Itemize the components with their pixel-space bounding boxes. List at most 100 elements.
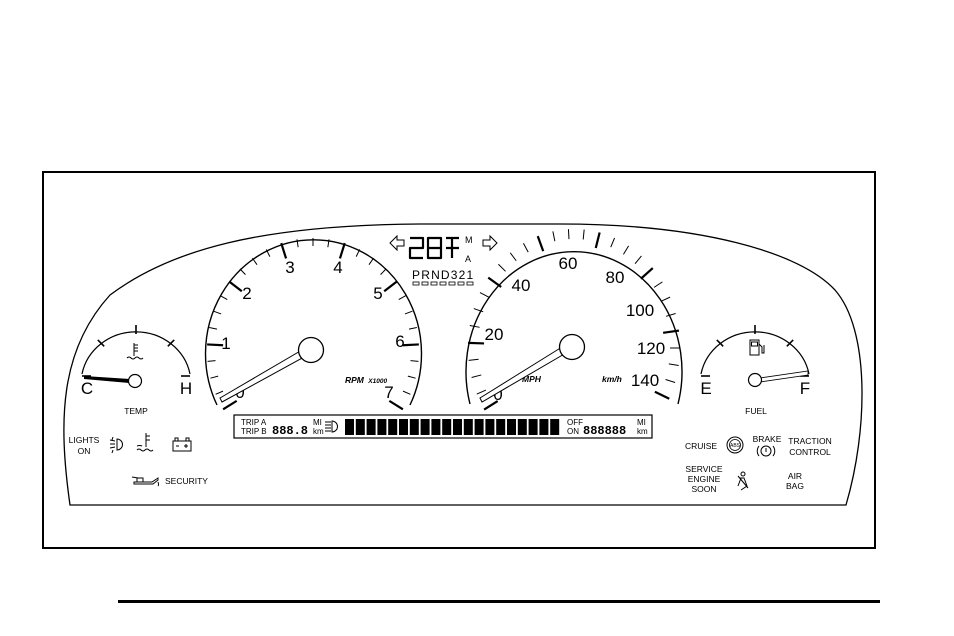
prnd-dot: [421, 281, 429, 286]
speed-minor-tick: [567, 229, 570, 240]
right-warning-lights: CRUISE ABS BRAKE TRACTION CONTROL SERVIC…: [685, 434, 832, 494]
message-segment: [453, 419, 462, 435]
gear-indicator: M A PRND321: [389, 234, 498, 286]
speed-minor-tick: [522, 243, 529, 253]
speed-minor-tick: [469, 325, 480, 328]
speed-minor-tick: [610, 237, 616, 248]
prnd-indicator-dots: [412, 281, 474, 286]
tachometer-bezel: [204, 239, 423, 406]
speed-minor-tick: [665, 313, 676, 317]
fuel-gauge: E F FUEL: [700, 325, 810, 416]
fuel-gauge-label: FUEL: [745, 406, 767, 416]
speed-unit-mph: MPH: [522, 374, 542, 384]
gear-mode-a: A: [465, 254, 471, 264]
tach-minor-tick: [408, 327, 417, 330]
right-turn-arrow-icon: [482, 234, 498, 252]
speed-minor-tick: [473, 308, 484, 313]
trip-unit-mi: MI: [313, 418, 322, 427]
lights-on-label-1: LIGHTS: [69, 435, 100, 445]
tach-unit: RPM X1000: [345, 375, 387, 385]
speed-minor-tick: [634, 255, 642, 264]
tach-minor-tick: [207, 360, 216, 362]
speed-minor-tick: [498, 263, 506, 272]
fog-lamp-icon: [109, 436, 123, 454]
temp-needle-hub: [127, 373, 143, 389]
fuel-needle-hub: [747, 372, 763, 388]
battery-icon: [172, 437, 192, 452]
tach-major-tick: [222, 399, 238, 411]
odometer-value: 888888: [583, 424, 626, 438]
tach-label-4: 4: [333, 258, 342, 277]
tachometer-hub: [297, 336, 325, 364]
tach-major-tick: [228, 280, 243, 293]
gauge-tick: [97, 339, 105, 347]
message-segment: [442, 419, 452, 435]
fuel-gauge-ticks: [701, 325, 809, 377]
temp-low-label: C: [81, 379, 93, 398]
coolant-temp-icon: [126, 343, 144, 360]
prnd-dot: [448, 281, 456, 286]
fuel-pump-icon: [749, 339, 765, 356]
tach-minor-tick: [210, 375, 219, 379]
fuel-high-label: F: [800, 379, 810, 398]
message-segment: [474, 419, 484, 435]
speed-label-40: 40: [512, 276, 531, 295]
speed-major-tick: [640, 267, 654, 280]
tach-major-tick: [402, 343, 419, 347]
tach-major-tick: [388, 399, 404, 411]
odo-unit-mi: MI: [637, 418, 646, 427]
speed-label-120: 120: [637, 339, 665, 358]
speed-minor-tick: [660, 296, 671, 302]
speed-minor-tick: [468, 358, 479, 361]
tach-minor-tick: [380, 268, 387, 275]
message-segment: [377, 419, 387, 435]
message-segment: [409, 419, 419, 435]
message-segment: [517, 419, 527, 435]
speed-major-tick: [483, 400, 499, 411]
speed-major-tick: [536, 235, 545, 252]
speedometer-hub: [558, 333, 586, 361]
tach-label-3: 3: [285, 258, 294, 277]
prnd-dot: [412, 281, 420, 286]
tach-label-6: 6: [395, 332, 404, 351]
left-turn-arrow-icon: [389, 234, 405, 252]
gauge-tick: [167, 339, 175, 347]
tach-major-tick: [207, 343, 224, 347]
gauge-tick: [786, 339, 794, 347]
speed-label-80: 80: [606, 268, 625, 287]
speedometer-ticks: [468, 229, 681, 411]
airbag-label-2: BAG: [786, 481, 804, 491]
fuel-gauge-arc: [700, 331, 810, 375]
service-label-2: ENGINE: [688, 474, 721, 484]
speed-major-tick: [468, 341, 485, 345]
prnd-dot: [430, 281, 438, 286]
tach-minor-tick: [404, 310, 413, 315]
temp-gauge-label: TEMP: [124, 406, 148, 416]
traction-label-1: TRACTION: [788, 436, 831, 446]
tach-unit-rpm: RPM: [345, 375, 365, 385]
trip-b-label: TRIP B: [241, 427, 267, 436]
tach-minor-tick: [402, 390, 411, 395]
message-segment: [355, 419, 365, 435]
temp-high-label: H: [180, 379, 192, 398]
tach-minor-tick: [410, 360, 419, 362]
diagram-frame: [42, 171, 876, 549]
tach-minor-tick: [355, 249, 361, 257]
gauge-tick: [716, 339, 724, 347]
tach-minor-tick: [239, 268, 246, 275]
message-segment: [539, 419, 549, 435]
odo-unit-km: km: [637, 427, 648, 436]
prnd-dot: [439, 281, 447, 286]
tach-minor-tick: [213, 310, 222, 315]
cruise-label: CRUISE: [685, 441, 717, 451]
tach-minor-tick: [407, 375, 416, 379]
gear-mode-m: M: [465, 235, 473, 245]
gear-digit-display: [408, 236, 459, 260]
left-warning-lights: LIGHTS ON SE: [69, 433, 208, 487]
temp-gauge-ticks: [82, 325, 190, 377]
tach-minor-tick: [220, 295, 228, 301]
tach-label-2: 2: [242, 284, 251, 303]
message-segment: [388, 419, 398, 435]
speed-minor-tick: [668, 363, 679, 366]
